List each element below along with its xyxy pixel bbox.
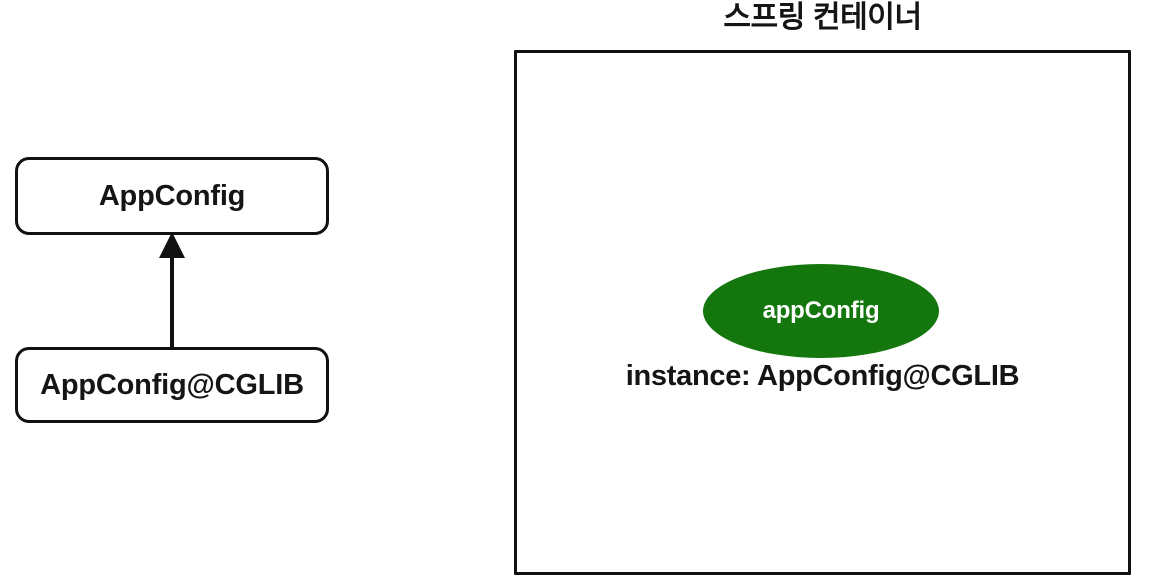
class-box-appconfig-cglib: AppConfig@CGLIB bbox=[15, 347, 329, 423]
bean-instance-label: instance: AppConfig@CGLIB bbox=[625, 360, 1020, 392]
inheritance-arrow-icon bbox=[159, 232, 185, 354]
bean-name-label: appConfig bbox=[762, 297, 880, 324]
spring-container-title: 스프링 컨테이너 bbox=[723, 1, 922, 34]
bean-ellipse-appconfig: appConfig bbox=[703, 264, 939, 358]
class-box-appconfig-cglib-label: AppConfig@CGLIB bbox=[40, 368, 304, 401]
class-box-appconfig-label: AppConfig bbox=[98, 179, 246, 212]
class-box-appconfig: AppConfig bbox=[15, 157, 329, 235]
inheritance-arrow-head bbox=[159, 232, 185, 258]
